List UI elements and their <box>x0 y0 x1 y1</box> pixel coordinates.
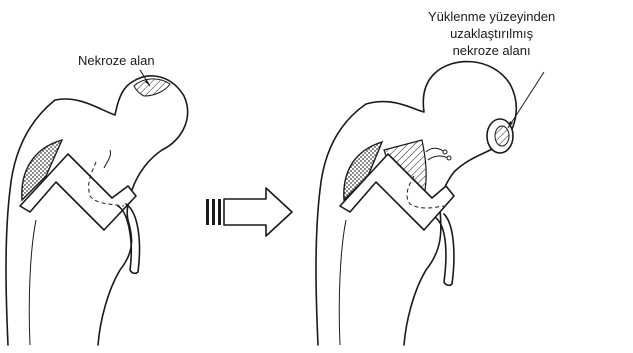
femur-left-vascular-pedicle <box>118 204 140 273</box>
femur-left-illustration <box>6 70 188 345</box>
right-caption-line-2: uzaklaştırılmış <box>428 25 555 42</box>
left-caption: Nekroze alan <box>78 52 155 69</box>
femur-left-shaft-line <box>29 220 36 345</box>
right-caption: Yüklenme yüzeyinden uzaklaştırılmış nekr… <box>428 8 555 59</box>
femur-left-small-vessel <box>104 150 111 168</box>
right-caption-line-3: nekroze alanı <box>428 42 555 59</box>
arrow-shape <box>224 188 292 236</box>
transition-arrow <box>206 188 292 236</box>
femur-right-illustration <box>316 62 544 345</box>
right-caption-pointer <box>508 72 544 128</box>
femur-right-vascular-pedicle <box>436 214 454 285</box>
femur-left-necrosis-zone <box>134 79 170 96</box>
right-caption-line-1: Yüklenme yüzeyinden <box>428 8 555 25</box>
femur-right-shaft-line <box>339 220 346 345</box>
